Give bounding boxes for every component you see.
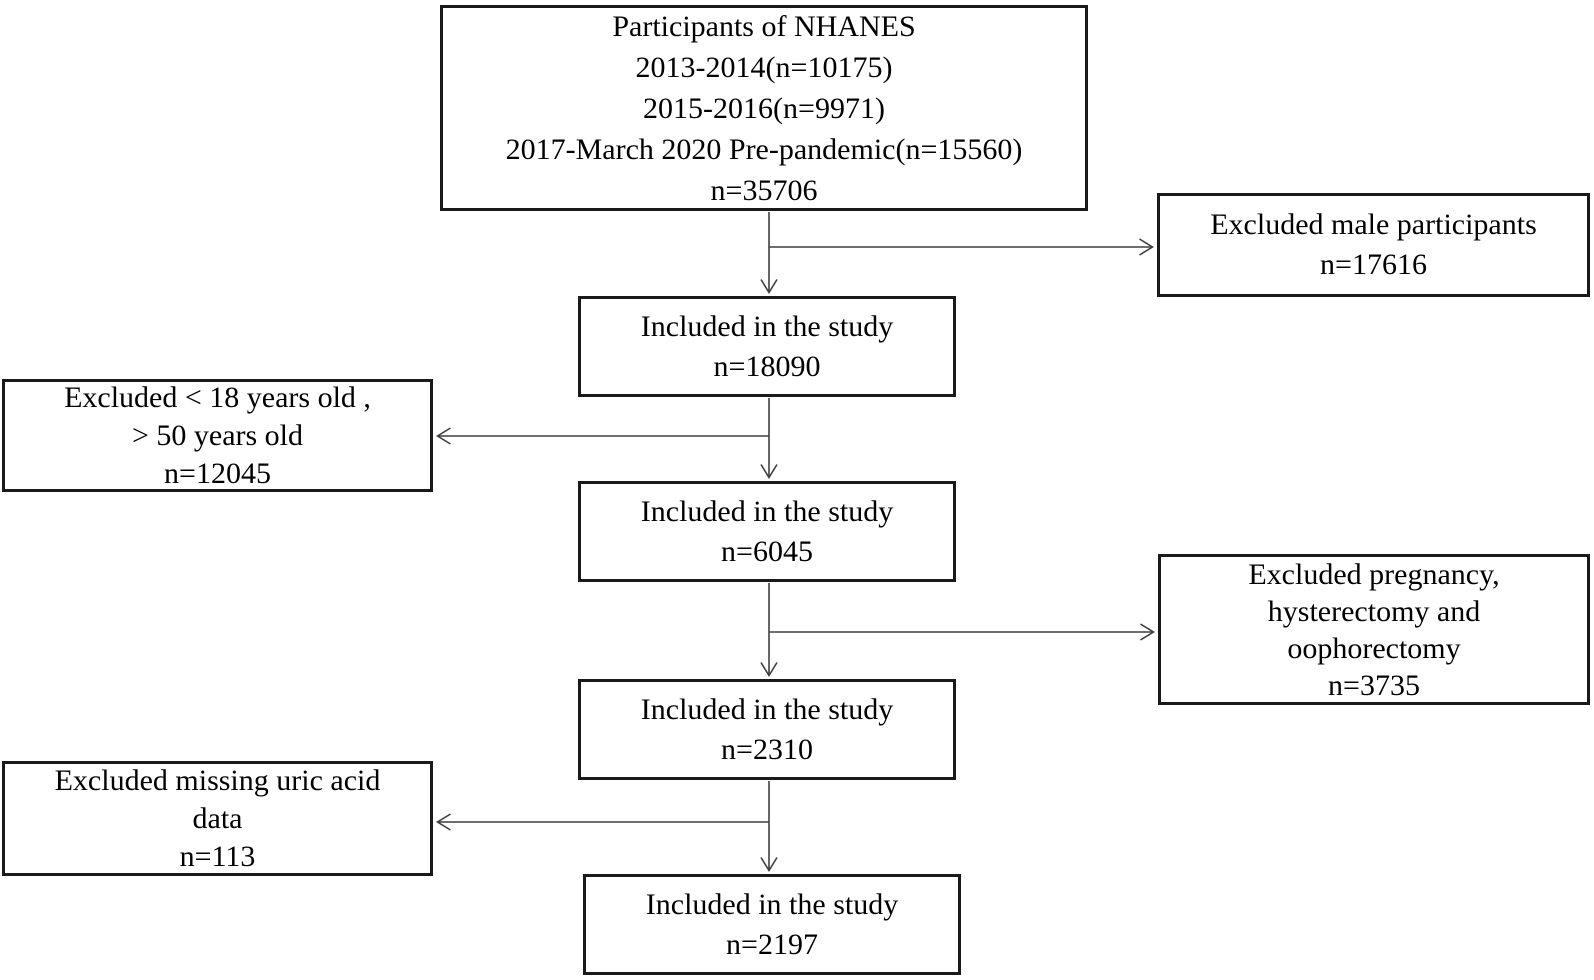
box-line: 2017-March 2020 Pre-pandemic(n=15560) [505,132,1023,166]
box-included-step3: Included in the study n=2310 [578,679,956,780]
box-excluded-male: Excluded male participants n=17616 [1157,193,1590,297]
box-participants-source: Participants of NHANES 2013-2014(n=10175… [440,5,1088,211]
box-line: n=6045 [721,534,813,568]
box-included-final: Included in the study n=2197 [583,874,961,975]
box-line: Excluded pregnancy, [1248,557,1500,591]
box-line: Included in the study [640,692,894,726]
box-line: Participants of NHANES [612,9,916,43]
box-line: n=113 [179,839,256,873]
box-excluded-age: Excluded < 18 years old , > 50 years old… [2,379,433,492]
box-line: n=12045 [164,456,271,490]
box-line: data [192,801,243,835]
box-line: n=18090 [713,349,821,383]
box-line: Excluded missing uric acid [54,763,381,797]
box-line: Included in the study [640,309,894,343]
box-line: n=2197 [726,927,818,961]
box-line: oophorectomy [1287,631,1461,665]
box-line: n=35706 [710,173,818,207]
box-excluded-uric-acid: Excluded missing uric acid data n=113 [2,761,433,876]
box-line: Included in the study [645,887,899,921]
box-included-step2: Included in the study n=6045 [578,481,956,582]
box-line: Excluded < 18 years old , [64,380,371,414]
box-included-step1: Included in the study n=18090 [578,296,956,397]
box-line: Included in the study [640,494,894,528]
box-line: hysterectomy and [1267,594,1481,628]
box-line: > 50 years old [131,418,304,452]
box-line: n=3735 [1328,668,1420,702]
box-line: 2015-2016(n=9971) [643,91,885,125]
box-line: n=2310 [721,732,813,766]
box-line: 2013-2014(n=10175) [635,50,893,84]
box-line: Excluded male participants [1210,208,1537,241]
box-line: n=17616 [1320,248,1427,281]
box-excluded-pregnancy: Excluded pregnancy, hysterectomy and oop… [1158,554,1590,705]
